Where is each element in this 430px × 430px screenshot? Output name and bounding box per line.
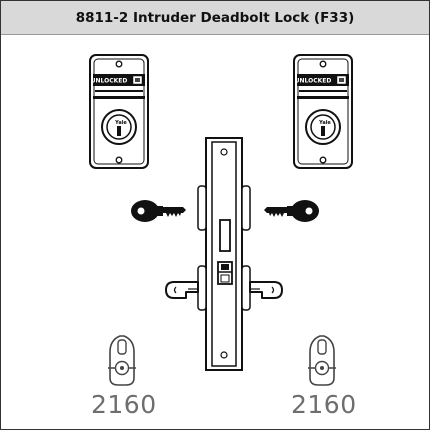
lock-status-indicator — [93, 74, 145, 86]
screw-icon — [319, 156, 327, 164]
inside-escutcheon: UNLOCKED Yale — [293, 54, 353, 169]
lever-handle-icon — [249, 281, 283, 299]
title-bar: 8811-2 Intruder Deadbolt Lock (F33) — [1, 1, 429, 35]
screw-icon — [115, 60, 123, 68]
key-icon — [131, 200, 186, 222]
indicator-label: UNLOCKED — [295, 78, 332, 85]
mortise-lock-body-icon — [197, 137, 251, 371]
deadbolt-icon — [219, 219, 231, 252]
indicator-label: UNLOCKED — [91, 78, 128, 85]
lever-rose-trim-icon — [108, 335, 136, 386]
diagram-title: 8811-2 Intruder Deadbolt Lock (F33) — [75, 9, 355, 26]
lock-status-indicator — [297, 74, 349, 86]
screw-icon — [319, 60, 327, 68]
cylinder-brand: Yale — [318, 120, 331, 126]
lever-handle-icon — [165, 281, 199, 299]
right-model-number: 2160 — [291, 390, 357, 419]
outside-escutcheon: UNLOCKED Yale — [89, 54, 149, 169]
cylinder-brand: Yale — [114, 120, 127, 126]
lever-rose-trim-icon — [308, 335, 336, 386]
screw-icon — [115, 156, 123, 164]
key-icon — [264, 200, 319, 222]
left-model-number: 2160 — [91, 390, 157, 419]
